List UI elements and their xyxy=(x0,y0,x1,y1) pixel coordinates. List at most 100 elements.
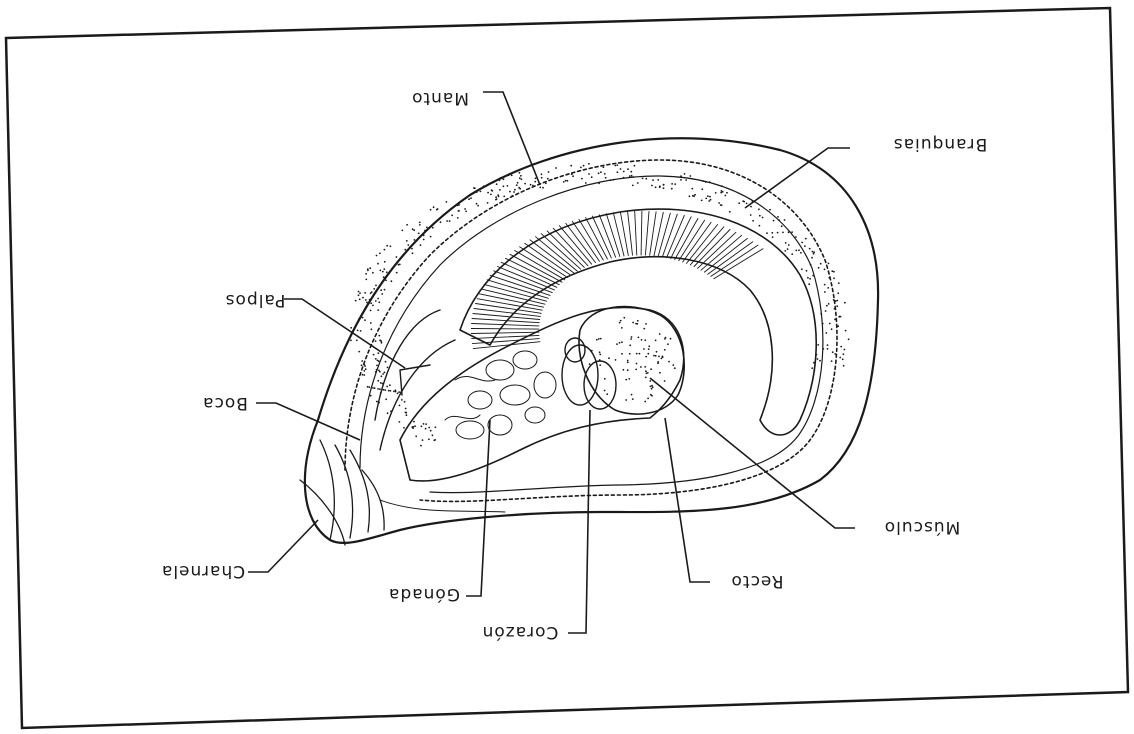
stipple-dot xyxy=(788,244,790,246)
gill-filament xyxy=(658,213,670,256)
stipple-dot xyxy=(377,263,379,265)
stipple-dot xyxy=(380,382,382,384)
stipple-dot xyxy=(412,427,414,429)
gill-filament xyxy=(487,280,548,299)
stipple-dot xyxy=(477,205,479,207)
stipple-dot xyxy=(612,179,614,181)
muscle-dot xyxy=(621,341,623,343)
stipple-dot xyxy=(808,283,810,285)
stipple-dot xyxy=(386,386,388,388)
muscle-dot xyxy=(650,368,652,370)
stipple-dot xyxy=(759,225,761,227)
stipple-dot xyxy=(358,294,360,296)
muscle-dot xyxy=(649,380,651,382)
stipple-dot xyxy=(363,374,365,376)
stipple-dot xyxy=(806,270,808,272)
stipple-dot xyxy=(369,299,371,301)
muscle-dot xyxy=(644,366,646,368)
stipple-dot xyxy=(350,340,352,342)
stipple-dot xyxy=(826,305,828,307)
stipple-dot xyxy=(746,203,748,205)
stipple-dot xyxy=(778,219,780,221)
stipple-dot xyxy=(435,426,437,428)
stipple-dot xyxy=(795,236,797,238)
stipple-dot xyxy=(379,371,381,373)
stipple-dot xyxy=(350,327,352,329)
stipple-dot xyxy=(406,414,408,416)
stipple-dot xyxy=(820,313,822,315)
stipple-dot xyxy=(671,183,673,185)
muscle-dot xyxy=(651,388,653,390)
muscle-dot xyxy=(655,340,657,342)
label-manto: Manto xyxy=(411,88,469,108)
stipple-dot xyxy=(524,183,526,185)
stipple-dot xyxy=(358,291,360,293)
stipple-dot xyxy=(501,177,503,179)
stipple-dot xyxy=(600,171,602,173)
stipple-dot xyxy=(818,267,820,269)
stipple-dot xyxy=(425,428,427,430)
stipple-dot xyxy=(511,195,513,197)
stipple-dot xyxy=(634,165,636,167)
stipple-dot xyxy=(476,203,478,205)
stipple-dot xyxy=(379,270,381,272)
stipple-dot xyxy=(364,319,366,321)
stipple-dot xyxy=(563,181,565,183)
stipple-dot xyxy=(843,365,845,367)
stipple-dot xyxy=(499,177,501,179)
stipple-dot xyxy=(428,427,430,429)
stipple-dot xyxy=(642,178,644,180)
stipple-dot xyxy=(819,360,821,362)
stipple-dot xyxy=(426,227,428,229)
stipple-dot xyxy=(758,208,760,210)
stipple-dot xyxy=(845,330,847,332)
stipple-dot xyxy=(487,202,489,204)
muscle-dot xyxy=(661,358,663,360)
stipple-dot xyxy=(507,185,509,187)
stipple-dot xyxy=(451,214,453,216)
stipple-dot xyxy=(822,348,824,350)
gill-filament xyxy=(586,218,608,259)
stipple-dot xyxy=(657,179,659,181)
gill-filament xyxy=(645,211,649,255)
stipple-dot xyxy=(383,276,385,278)
stipple-dot xyxy=(807,277,809,279)
muscle-dot xyxy=(644,401,646,403)
muscle-dot xyxy=(652,386,654,388)
stipple-dot xyxy=(534,181,536,183)
stipple-dot xyxy=(810,264,812,266)
stipple-dot xyxy=(570,165,572,167)
stipple-dot xyxy=(685,179,687,181)
stipple-dot xyxy=(508,174,510,176)
leader-charnela xyxy=(248,520,318,572)
stipple-dot xyxy=(378,301,380,303)
muscle-dot xyxy=(651,385,653,387)
stipple-dot xyxy=(771,232,773,234)
stipple-dot xyxy=(832,351,834,353)
stipple-dot xyxy=(373,288,375,290)
stipple-dot xyxy=(833,271,835,273)
stipple-dot xyxy=(659,185,661,187)
stipple-dot xyxy=(476,191,478,193)
stipple-dot xyxy=(784,219,786,221)
stipple-dot xyxy=(396,272,398,274)
stipple-dot xyxy=(496,198,498,200)
stipple-dot xyxy=(382,373,384,375)
muscle-dot xyxy=(643,348,645,350)
muscle-dot xyxy=(670,338,672,340)
stipple-dot xyxy=(387,367,389,369)
stipple-dot xyxy=(773,220,775,222)
muscle-dot xyxy=(628,378,630,380)
stipple-dot xyxy=(457,217,459,219)
muscle-dot xyxy=(608,357,610,359)
stipple-dot xyxy=(487,192,489,194)
stipple-dot xyxy=(724,195,726,197)
stipple-dot xyxy=(399,421,401,423)
stipple-dot xyxy=(433,206,435,208)
gill-filament xyxy=(572,221,599,261)
stipple-dot xyxy=(499,179,501,181)
muscle-dot xyxy=(651,395,653,397)
gill-filament xyxy=(474,309,540,317)
muscle-dot xyxy=(627,369,629,371)
muscle-dot xyxy=(653,355,655,357)
